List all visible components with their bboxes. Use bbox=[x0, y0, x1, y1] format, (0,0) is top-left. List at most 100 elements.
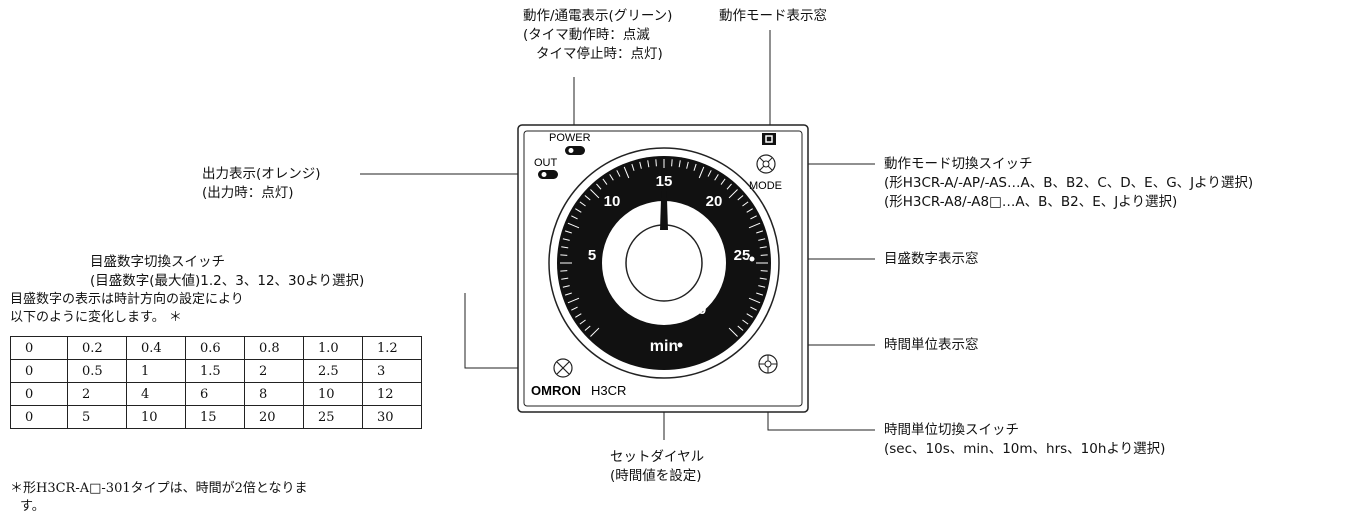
out-indicator bbox=[538, 170, 558, 179]
dial-tick bbox=[571, 215, 578, 220]
dial-pointer bbox=[660, 168, 668, 230]
dial-tick bbox=[693, 163, 697, 171]
dial-number: 20 bbox=[706, 193, 723, 210]
scale-cell: 1.0 bbox=[303, 336, 363, 360]
dial-tick bbox=[760, 270, 768, 272]
power-label: POWER bbox=[549, 132, 591, 144]
dial-tick bbox=[671, 159, 673, 167]
unit-switch-icon[interactable] bbox=[758, 354, 778, 374]
scale-cell: 0.8 bbox=[244, 336, 304, 360]
callout-unit-window: 時間単位表示窓 bbox=[884, 336, 979, 355]
dial-tick bbox=[655, 159, 657, 167]
dial-number: 10 bbox=[604, 193, 621, 210]
scale-cell: 6 bbox=[185, 382, 245, 406]
dial-tick bbox=[748, 222, 761, 229]
dial-tick bbox=[609, 174, 614, 181]
scale-switch-icon[interactable] bbox=[553, 358, 573, 378]
dial-ticks bbox=[560, 159, 768, 337]
scale-cell: 0 bbox=[10, 405, 68, 429]
dial-tick bbox=[720, 178, 726, 185]
unit-window-text: min bbox=[650, 338, 678, 355]
dial-tick bbox=[728, 189, 738, 199]
mode-window bbox=[762, 133, 776, 145]
dial-tick bbox=[602, 178, 608, 185]
dial-tick bbox=[584, 195, 591, 201]
callout-mode-switch-line-2: (形H3CR-A/-AP/-AS…A、B、B2、C、D、E、G、Jより選択) bbox=[884, 175, 1254, 191]
set-dial-knob[interactable] bbox=[625, 224, 703, 302]
scale-cell: 2 bbox=[67, 382, 127, 406]
dial-tick bbox=[561, 277, 569, 280]
dial-tick bbox=[756, 292, 764, 296]
callout-out-line-2: (出力時：点灯) bbox=[202, 185, 294, 201]
scale-cell: 2 bbox=[244, 359, 304, 383]
footnote: ＊形H3CR-A□-301タイプは、時間が2倍となりま す。 bbox=[10, 480, 308, 516]
dial-tick bbox=[561, 246, 569, 249]
scale-cell: 12 bbox=[362, 382, 422, 406]
dial-tick bbox=[579, 201, 586, 207]
scale-note-line-2: 以下のように変化します。 ＊ bbox=[10, 310, 182, 325]
callout-out: 出力表示(オレンジ) (出力時：点灯) bbox=[202, 165, 321, 203]
callout-set-dial: セットダイヤル (時間値を設定) bbox=[610, 448, 704, 486]
footnote-line-2: す。 bbox=[20, 499, 45, 514]
dial-tick bbox=[737, 325, 744, 331]
callout-scale-switch: 目盛数字切換スイッチ (目盛数字(最大値)1.2、3、12、30より選択) bbox=[90, 253, 364, 291]
dial-number: 0 bbox=[626, 301, 634, 318]
dial-tick bbox=[562, 238, 570, 241]
dial-tick bbox=[639, 161, 642, 169]
dial-tick bbox=[759, 246, 767, 249]
scale-window-marker bbox=[748, 255, 756, 263]
dial-tick bbox=[728, 327, 738, 337]
dial-tick bbox=[579, 319, 586, 325]
brand-logo: OMRON bbox=[531, 383, 581, 398]
dial-tick bbox=[746, 313, 753, 318]
mode-switch-icon[interactable] bbox=[756, 154, 776, 174]
callout-mode-switch: 動作モード切換スイッチ (形H3CR-A/-AP/-AS…A、B、B2、C、D、… bbox=[884, 155, 1253, 212]
dial-number: 30 bbox=[690, 301, 707, 318]
callout-power-line-3: タイマ停止時：点灯) bbox=[536, 46, 663, 62]
dial-tick bbox=[759, 277, 767, 280]
dial-number: 25 bbox=[734, 247, 751, 264]
callout-scale-switch-line-2: (目盛数字(最大値)1.2、3、12、30より選択) bbox=[90, 273, 365, 289]
scale-cell: 25 bbox=[303, 405, 363, 429]
dial-number: 15 bbox=[656, 173, 673, 190]
scale-cell: 0 bbox=[10, 336, 68, 360]
dial-tick bbox=[758, 285, 766, 288]
callout-power-line-1: 動作/通電表示(グリーン) bbox=[523, 8, 673, 24]
scale-cell: 1.5 bbox=[185, 359, 245, 383]
callout-out-line-1: 出力表示(オレンジ) bbox=[202, 166, 321, 182]
callout-unit-window-line-1: 時間単位表示窓 bbox=[884, 337, 979, 353]
power-indicator bbox=[565, 146, 585, 155]
dial-tick bbox=[562, 285, 570, 288]
callout-power-line-2: (タイマ動作時：点滅 bbox=[523, 27, 650, 43]
dial-tick bbox=[590, 189, 600, 199]
scale-cell: 2.5 bbox=[303, 359, 363, 383]
dial-tick bbox=[571, 306, 578, 311]
out-label: OUT bbox=[534, 157, 558, 169]
dial-tick bbox=[726, 183, 732, 190]
dial-tick bbox=[758, 238, 766, 241]
dial-tick bbox=[647, 160, 650, 168]
model-label: H3CR bbox=[591, 383, 626, 398]
dial-number: 5 bbox=[588, 247, 596, 264]
dial-tick bbox=[714, 174, 719, 181]
scale-cell: 30 bbox=[362, 405, 422, 429]
out-led-icon bbox=[541, 172, 547, 177]
dial-tick bbox=[575, 208, 582, 213]
callout-power: 動作/通電表示(グリーン) (タイマ動作時：点滅 タイマ停止時：点灯) bbox=[523, 7, 672, 64]
scale-cell: 10 bbox=[126, 405, 186, 429]
scale-cell: 0.5 bbox=[67, 359, 127, 383]
mode-window-letter-icon bbox=[765, 135, 773, 143]
callout-mode-window: 動作モード表示窓 bbox=[719, 7, 827, 26]
dial-tick bbox=[560, 270, 568, 272]
scale-cell: 0.2 bbox=[67, 336, 127, 360]
dial-tick bbox=[678, 160, 681, 168]
dial-tick bbox=[584, 325, 591, 331]
scale-note: 目盛数字の表示は時計方向の設定により 以下のように変化します。 ＊ bbox=[10, 291, 244, 327]
callout-scale-window: 目盛数字表示窓 bbox=[884, 250, 979, 269]
